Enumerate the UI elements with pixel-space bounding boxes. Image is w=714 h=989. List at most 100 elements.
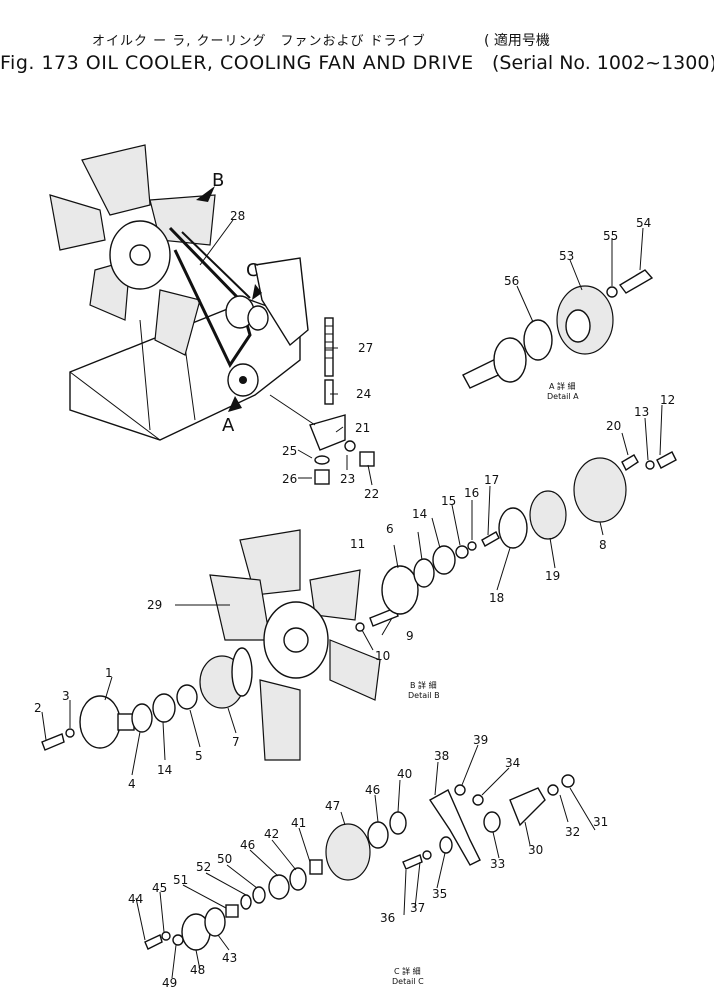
callout-46a: 46	[365, 783, 380, 797]
callout-22: 22	[364, 487, 379, 501]
callout-51: 51	[173, 873, 188, 887]
ring-35	[439, 836, 453, 854]
fan29-blade-3	[309, 569, 361, 621]
callout-30: 30	[528, 843, 543, 857]
detail-b-jp: B 詳 細	[410, 680, 437, 690]
bolt-9	[369, 607, 399, 627]
ring-52	[240, 894, 252, 910]
callout-28: 28	[230, 209, 245, 223]
callout-33: 33	[490, 857, 505, 871]
detail-c-group	[144, 774, 575, 951]
callout-47: 47	[325, 799, 340, 813]
detail-a-jp: A 詳 細	[549, 381, 576, 391]
plate-43	[204, 907, 226, 937]
leader-lines	[41, 219, 663, 979]
callout-29: 29	[147, 598, 162, 612]
callout-49: 49	[162, 976, 177, 989]
detail-b-en: Detail B	[408, 691, 440, 700]
callout-1: 1	[105, 666, 113, 680]
callout-53: 53	[559, 249, 574, 263]
ring-16	[467, 541, 477, 551]
callout-12: 12	[660, 393, 675, 407]
serial-range: (Serial No. 1002~1300)	[492, 52, 714, 74]
callout-21: 21	[355, 421, 370, 435]
bolt-44	[144, 934, 163, 950]
fan-blade-2	[49, 194, 106, 251]
callout-8: 8	[599, 538, 607, 552]
washer-10	[355, 622, 365, 632]
adjust-stud-27	[324, 317, 334, 377]
view-arrow-a-label: A	[222, 415, 235, 436]
fan29-blade-5	[259, 679, 301, 761]
callout-32: 32	[565, 825, 580, 839]
flange-56	[493, 337, 527, 383]
crank-pulley-center	[239, 376, 247, 384]
callout-13: 13	[634, 405, 649, 419]
title-japanese: オイルク ー ラ, クーリング ファンおよび ドライブ	[92, 34, 426, 49]
view-arrow-b-label: B	[212, 170, 224, 191]
fan-hub-center	[129, 244, 151, 266]
callout-38: 38	[434, 749, 449, 763]
bolt-54	[618, 269, 654, 294]
washer-45	[161, 931, 171, 941]
spacer-5	[176, 684, 198, 710]
spacer-56	[523, 319, 553, 361]
plate-21	[309, 414, 346, 451]
pulley-47	[325, 823, 371, 881]
callout-52: 52	[196, 860, 211, 874]
fan-belt-inner	[181, 231, 251, 299]
bearing-46a	[268, 874, 290, 900]
callout-24: 24	[356, 387, 371, 401]
bearing-46b	[367, 821, 389, 849]
washer-23	[344, 440, 356, 452]
detail-b-group	[41, 451, 677, 761]
plug-34	[472, 794, 484, 806]
washer-32	[547, 784, 559, 796]
callout-39: 39	[473, 733, 488, 747]
callout-20: 20	[606, 419, 621, 433]
callout-35: 35	[432, 887, 447, 901]
callout-26: 26	[282, 472, 297, 486]
callout-42: 42	[264, 827, 279, 841]
washer-3	[65, 728, 75, 738]
fan29-blade-1	[239, 529, 301, 596]
callout-5: 5	[195, 749, 203, 763]
callout-27: 27	[358, 341, 373, 355]
callout-15: 15	[441, 494, 456, 508]
callout-11: 11	[350, 537, 365, 551]
callout-10: 10	[375, 649, 390, 663]
callout-9: 9	[406, 629, 414, 643]
bolt-2	[41, 733, 65, 751]
nipple-39	[454, 784, 466, 796]
callout-4: 4	[128, 777, 136, 791]
washer-37	[422, 850, 432, 860]
callout-labels: 28 27 24 21 25 26 23 22 53 55 54 56 A 詳 …	[34, 170, 675, 989]
spacer-33	[483, 811, 501, 833]
callout-44: 44	[128, 892, 143, 906]
seal-6	[413, 558, 435, 588]
detail-a-group	[462, 269, 654, 389]
callout-25: 25	[282, 444, 297, 458]
tension-pulley-2	[247, 305, 269, 331]
washer-25	[314, 455, 330, 465]
callout-43: 43	[222, 951, 237, 965]
callout-31: 31	[593, 815, 608, 829]
callout-55: 55	[603, 229, 618, 243]
callout-14b: 14	[157, 763, 172, 777]
view-arrow-c-label: C	[246, 260, 259, 281]
shaft-30	[509, 787, 546, 827]
washer-50	[252, 886, 266, 904]
nipple-20	[621, 454, 639, 472]
seal-42	[289, 867, 307, 891]
snap-ring-15	[455, 545, 469, 559]
bolt-17	[481, 531, 500, 547]
callout-46b: 46	[240, 838, 255, 852]
stud-24	[324, 379, 334, 405]
detail-c-jp: C 詳 細	[394, 966, 421, 976]
frame-bracket	[254, 257, 309, 347]
callout-54: 54	[636, 216, 651, 230]
plate-leader	[269, 394, 316, 426]
seal-4	[131, 703, 153, 733]
detail-c-en: Detail C	[392, 977, 424, 986]
